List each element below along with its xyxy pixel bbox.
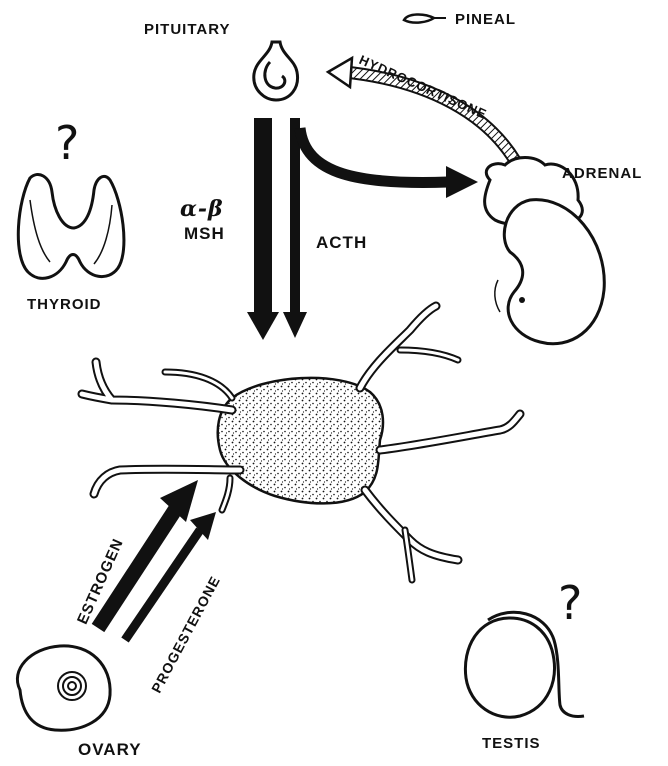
pineal-label: PINEAL	[455, 11, 516, 28]
testis-label: TESTIS	[482, 735, 541, 752]
acth-to-adrenal-arrow	[300, 128, 478, 198]
msh-label: MSH	[184, 224, 225, 244]
ovary	[17, 646, 110, 730]
adrenal-label: ADRENAL	[562, 165, 642, 182]
acth-label: ACTH	[316, 233, 367, 253]
testis-question-mark: ?	[558, 580, 582, 626]
thyroid-gland	[18, 174, 124, 278]
alpha-beta-label: α-β	[180, 196, 224, 222]
pituitary-gland	[254, 42, 298, 100]
hydrocortisone-arrow	[328, 58, 525, 180]
thyroid-label: THYROID	[27, 296, 102, 313]
pineal-gland	[404, 14, 446, 22]
thyroid-question-mark: ?	[55, 120, 79, 166]
msh-arrow	[247, 118, 279, 340]
adrenal-kidney	[485, 158, 605, 344]
pituitary-label: PITUITARY	[144, 21, 231, 38]
ovary-label: OVARY	[78, 740, 142, 760]
